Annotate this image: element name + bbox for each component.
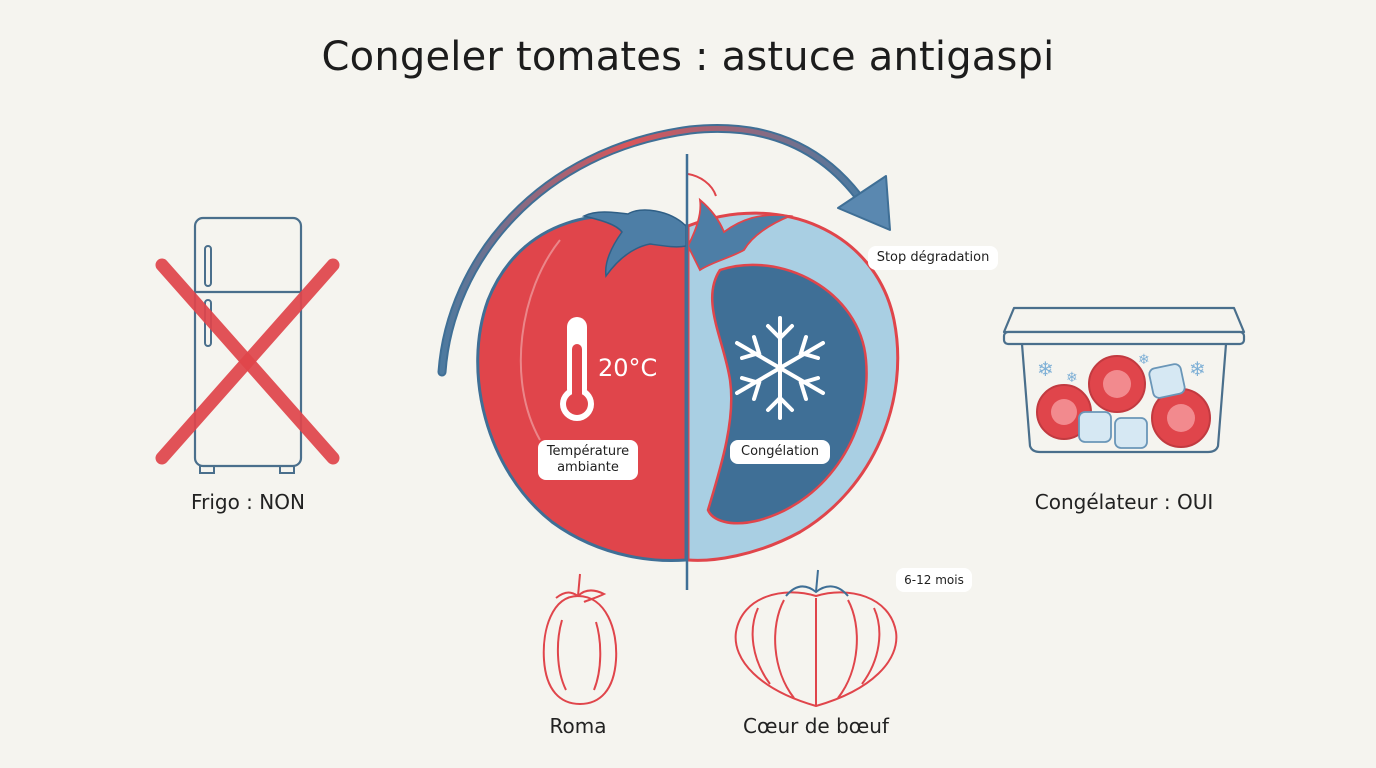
snowflake-icon	[735, 316, 825, 420]
freezer-label: Congélateur : OUI	[1034, 490, 1214, 514]
thermometer-icon	[560, 317, 594, 421]
roma-tomato-icon	[542, 573, 618, 706]
svg-text:❄: ❄	[1037, 357, 1054, 381]
coeur-de-boeuf-label: Cœur de bœuf	[743, 714, 889, 738]
ambient-temperature-caption: Température ambiante	[538, 440, 638, 480]
tomato-slice-icon	[1036, 355, 1211, 448]
fridge-crossed-icon	[155, 216, 340, 474]
freezer-container-icon: ❄ ❄ ❄ ❄	[1002, 306, 1246, 454]
process-arrow-icon	[437, 124, 891, 377]
ice-cube-icon	[1078, 363, 1186, 449]
temperature-value: 20°C	[598, 354, 658, 382]
coeur-de-boeuf-tomato-icon	[734, 569, 898, 708]
fridge-label: Frigo : NON	[191, 490, 305, 514]
storage-duration-badge: 6-12 mois	[896, 568, 972, 592]
freezing-caption: Congélation	[730, 440, 830, 464]
svg-text:❄: ❄	[1138, 352, 1150, 368]
frost-icon: ❄ ❄ ❄ ❄	[1037, 352, 1206, 386]
tomato-frozen-half	[688, 173, 900, 562]
stop-degradation-caption: Stop dégradation	[868, 246, 998, 270]
svg-text:❄: ❄	[1066, 370, 1078, 386]
page-title: Congeler tomates : astuce antigaspi	[321, 34, 1055, 80]
roma-label: Roma	[549, 714, 607, 738]
svg-text:❄: ❄	[1189, 357, 1206, 381]
